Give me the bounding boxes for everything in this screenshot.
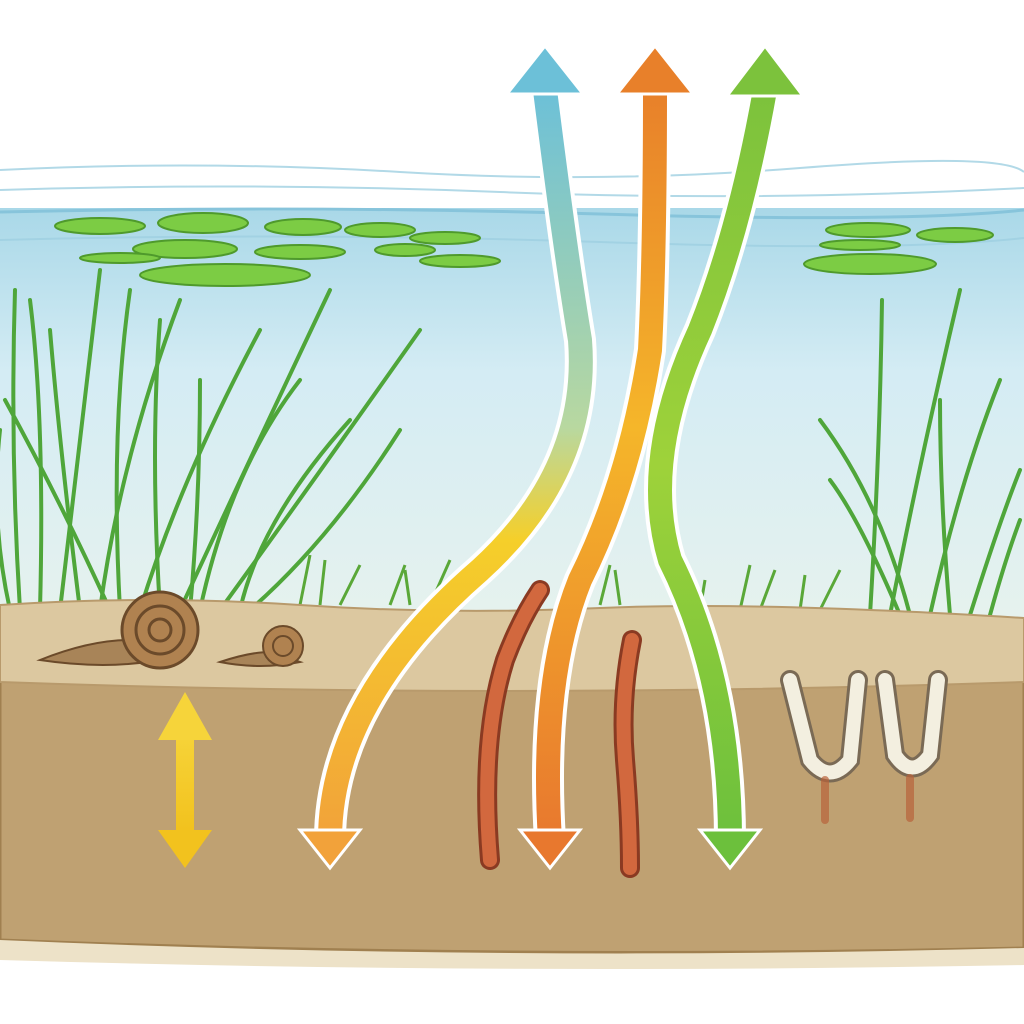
flux-arrow-icon (314, 87, 781, 841)
water-grass-icon (0, 268, 1022, 617)
lily-pad-icon (54, 212, 994, 287)
snail-icon (36, 590, 304, 670)
arrow-heads (296, 43, 807, 871)
sediment-base (0, 940, 1024, 969)
u-tube-icon (780, 670, 948, 824)
double-arrow-icon (158, 692, 212, 868)
sediment-deep (0, 673, 1024, 954)
worm-icon (477, 580, 642, 878)
